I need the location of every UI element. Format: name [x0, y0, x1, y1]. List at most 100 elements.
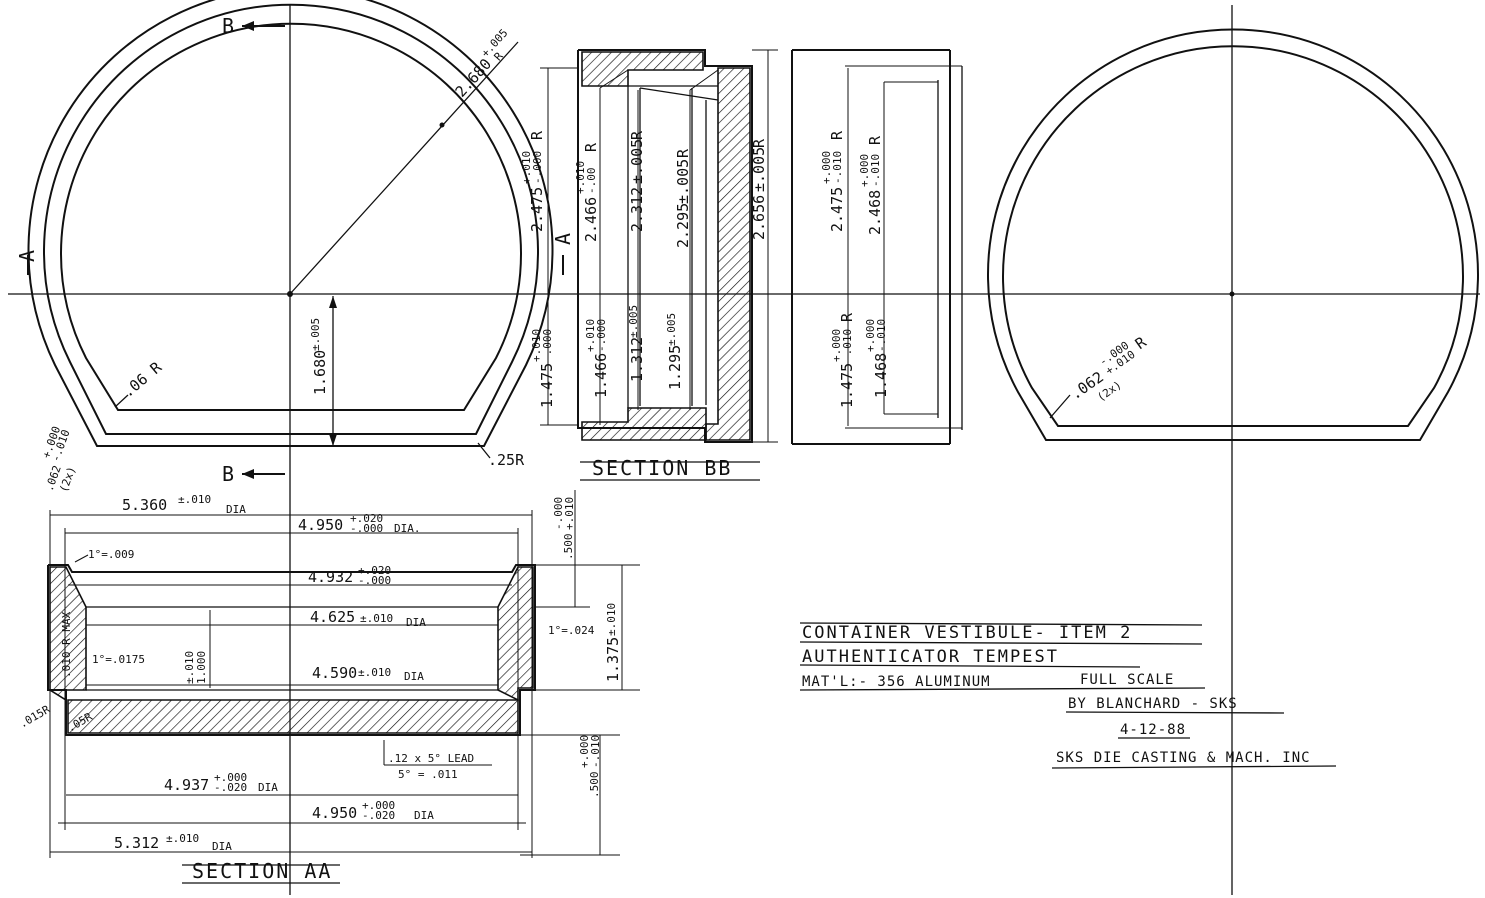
aa-hatch-left [49, 566, 87, 702]
front-outer-outline [27, 0, 554, 447]
bb-hatch-right [705, 67, 751, 441]
front-inner-outline [60, 22, 522, 411]
svg-text:1.375: 1.375 [604, 637, 622, 682]
mating-view: 2.475 +.000 -.010 R 2.468 +.000 -.010 R … [791, 49, 963, 445]
svg-text:±.005: ±.005 [665, 313, 678, 346]
bb-dim-1466: 1.466 +.010 -.000 [584, 319, 610, 398]
svg-text:R: R [528, 130, 546, 140]
svg-text:4.932: 4.932 [308, 568, 353, 586]
draft-024-label: 1°=.024 [548, 624, 595, 637]
svg-text:-.010: -.010 [875, 319, 888, 352]
svg-text:R: R [1132, 332, 1151, 352]
dia-4590-label: 4.590 ±.010 DIA [312, 664, 424, 683]
radius-suffix: R [492, 49, 506, 63]
svg-text:+.020: +.020 [350, 512, 383, 525]
radius-point [439, 122, 445, 128]
dia-4950-top-label: 4.950 +.020 -.000 DIA. [298, 512, 421, 535]
front-view-labels: 2.680 +.005 R 1.680 ±.005 .06 R .25R .06… [40, 26, 525, 494]
radius-leader [289, 41, 519, 295]
title-line-2: AUTHENTICATOR TEMPEST [802, 647, 1059, 667]
rear-outer-outline [987, 28, 1479, 441]
svg-text:+.000: +.000 [864, 319, 877, 352]
svg-text:-.020: -.020 [214, 781, 247, 794]
front-middle-outline [43, 3, 539, 435]
fillet-015-label: .015R [17, 703, 53, 731]
bottom-500-label: .500 +.000 -.010 [578, 735, 602, 798]
svg-text:-.000: -.000 [350, 522, 383, 535]
svg-text:1.475: 1.475 [838, 363, 856, 408]
section-b-bottom-label: B [222, 462, 236, 486]
svg-text:+.020: +.020 [358, 564, 391, 577]
bb-dim-2475: 2.475 +.010 -.000 R [520, 130, 546, 232]
bb-hatch-bottom [581, 407, 707, 441]
svg-text:2.468: 2.468 [866, 190, 884, 235]
svg-text:4.625: 4.625 [310, 608, 355, 626]
svg-text:1.312: 1.312 [628, 337, 646, 382]
svg-text:-.000: -.000 [541, 329, 554, 362]
svg-text:-.010: -.010 [589, 735, 602, 768]
svg-text:+.010: +.010 [530, 329, 543, 362]
svg-text:DIA: DIA [258, 781, 278, 794]
arrow [329, 434, 337, 446]
svg-text:-.010: -.010 [841, 329, 854, 362]
title-line-1: CONTAINER VESTIBULE- ITEM 2 [802, 623, 1132, 643]
aa-hatch-bottom [67, 699, 519, 734]
svg-text:DIA.: DIA. [394, 522, 421, 535]
svg-text:+.010: +.010 [520, 151, 533, 184]
dia-4937-label: 4.937 +.000 -.020 DIA [164, 771, 278, 794]
leader [477, 442, 491, 459]
svg-text:±.010: ±.010 [166, 832, 199, 845]
svg-text:5.312: 5.312 [114, 834, 159, 852]
arrow-head [242, 469, 254, 479]
dia-5312-label: 5.312 ±.010 DIA [114, 832, 232, 853]
company-underline [1051, 765, 1337, 769]
section-aa-labels: 5.360 ±.010 DIA 4.950 +.020 -.000 DIA. 4… [17, 493, 622, 853]
draft-009-label: 1°=.009 [88, 548, 134, 561]
svg-text:±.005: ±.005 [628, 139, 646, 184]
svg-text:±.005: ±.005 [627, 305, 640, 338]
svg-text:4.950: 4.950 [298, 516, 343, 534]
svg-text:±.005: ±.005 [674, 159, 692, 204]
svg-text:±.010: ±.010 [358, 666, 391, 679]
svg-text:2.475: 2.475 [828, 187, 846, 232]
section-markers: B B A A [15, 14, 575, 486]
svg-text:±.010: ±.010 [360, 612, 393, 625]
dia-5360-label: 5.360 ±.010 DIA [122, 493, 246, 516]
rear-inner-outline [1002, 45, 1464, 427]
section-b-top-label: B [222, 14, 236, 38]
svg-text:.500: .500 [588, 772, 601, 799]
svg-text:+.010: +.010 [563, 497, 576, 530]
lead-label: .12 x 5° LEAD [388, 752, 474, 765]
section-aa-title: SECTION AA [192, 859, 332, 883]
svg-text:+.000: +.000 [214, 771, 247, 784]
date-label: 4-12-88 [1120, 722, 1186, 738]
mating-dim-2468: 2.468 +.000 -.010 R [858, 135, 884, 235]
svg-text:-.000: -.000 [531, 151, 544, 184]
height-tol: ±.005 [309, 318, 322, 351]
dia-4932-label: 4.932 +.020 -.000 [308, 564, 391, 587]
aa-dim-lines [50, 490, 640, 856]
corner-06r-label: .06 R [119, 358, 166, 401]
bb-dim-1295: 1.295 ±.005 [665, 313, 684, 390]
svg-text:2.312: 2.312 [628, 187, 646, 232]
section-bb-title: SECTION BB [592, 456, 732, 480]
svg-text:R: R [838, 312, 856, 322]
svg-text:+.010: +.010 [574, 161, 587, 194]
svg-text:DIA: DIA [212, 840, 232, 853]
title-line-1-underline [799, 641, 1203, 645]
svg-text:R: R [674, 148, 692, 158]
svg-text:1.468: 1.468 [872, 353, 890, 398]
aa-hatch-right [497, 566, 534, 702]
svg-text:DIA: DIA [226, 503, 246, 516]
section-a-left-label: A [15, 248, 39, 262]
bb-dim-1475: 1.475 +.010 -.000 [530, 329, 556, 408]
mating-dim-2475: 2.475 +.000 -.010 R [820, 130, 846, 232]
svg-text:1.295: 1.295 [666, 345, 684, 390]
draft-0175-label: 1°=.0175 [92, 653, 145, 666]
svg-text:±.010: ±.010 [178, 493, 211, 506]
svg-text:R: R [866, 135, 884, 145]
svg-text:R: R [828, 130, 846, 140]
svg-text:DIA: DIA [404, 670, 424, 683]
svg-text:4.937: 4.937 [164, 776, 209, 794]
